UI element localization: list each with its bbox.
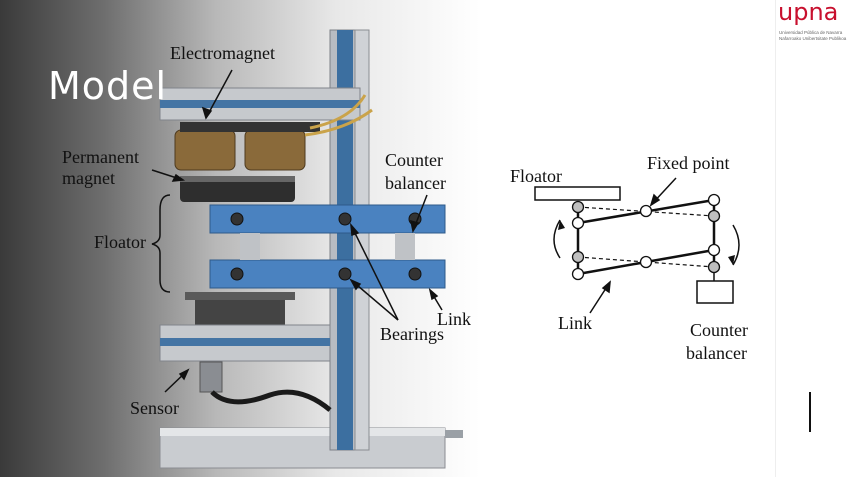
logo-subtitle-1: Universidad Pública de Navarra: [779, 30, 843, 35]
bearings-label: Bearings: [380, 324, 444, 344]
electromagnet-label: Electromagnet: [170, 43, 275, 63]
link-label: Link: [437, 309, 471, 329]
schematic-counter-balancer-label-line1: Counter: [690, 320, 748, 340]
text-cursor: [809, 392, 811, 432]
permanent-magnet-label-line1: Permanent: [62, 147, 139, 167]
permanent-magnet-label-line2: magnet: [62, 168, 115, 188]
logo-subtitle-2: Nafarroako Unibertsitate Publikoa: [779, 36, 847, 41]
sensor-label: Sensor: [130, 398, 179, 418]
right-sidebar: [775, 0, 848, 477]
schematic-floator-label: Floator: [510, 166, 562, 186]
schematic-counter-balancer-label-line2: balancer: [686, 343, 747, 363]
counter-balancer-label-line1: Counter: [385, 150, 443, 170]
floator-label: Floator: [94, 232, 146, 252]
counter-balancer-label-line2: balancer: [385, 173, 446, 193]
slide-title: Model: [48, 64, 168, 108]
upna-logo: upna: [778, 0, 839, 26]
schematic-fixed-point-label: Fixed point: [647, 153, 730, 173]
schematic-link-label: Link: [558, 313, 592, 333]
